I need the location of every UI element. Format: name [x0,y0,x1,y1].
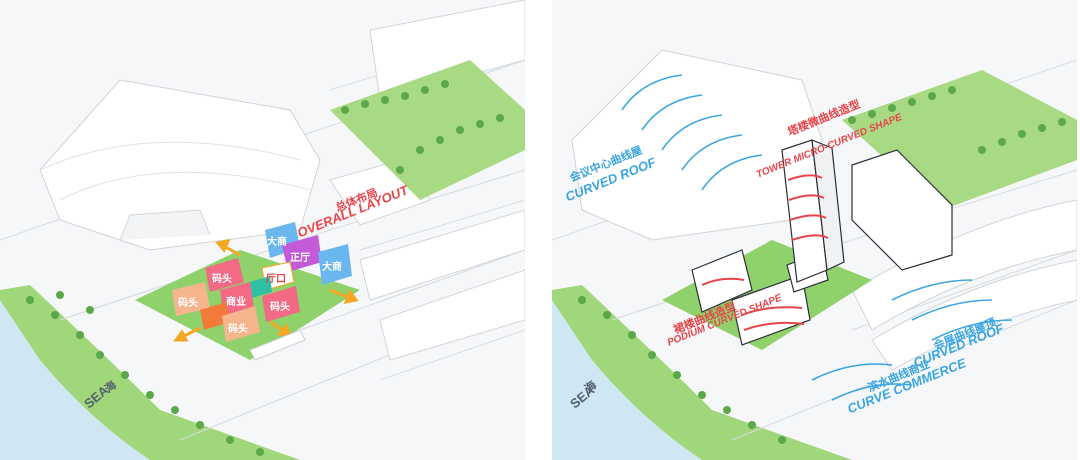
block-label: 码头 [228,324,248,335]
sea-area [552,300,702,460]
exhibition-roofs [851,199,1077,371]
green-strip [842,70,1077,210]
block-label: 码头 [178,298,198,309]
curved-design-panel: 塔楼微曲线造型 TOWER MICRO-CURVED SHAPE 会议中心曲线屋… [552,0,1077,460]
panel-divider [525,0,552,460]
overall-layout-drawing [0,0,525,460]
coastal-park [0,285,300,460]
block-label: 大商 [267,237,287,248]
pier [249,329,306,361]
block-label: 码头 [270,302,290,313]
block-label: 正厅 [290,253,310,264]
curved-design-drawing [552,49,1077,460]
coastal-park [552,285,852,460]
red-curve-arrows [701,174,829,331]
block-label: 商业 [226,297,246,308]
trees [26,80,504,456]
trees [578,86,1066,444]
block-label: 厅口 [266,274,286,285]
office-block [851,149,953,271]
convention-center [571,49,823,241]
program-blocks [172,222,352,342]
block-label: 码头 [212,274,232,285]
blue-roof-arrows [621,74,1013,401]
green-strip [330,60,525,200]
convention-center [39,79,321,251]
sea-area [0,300,150,460]
block-label: 大商 [322,262,342,273]
circulation-arrows [173,238,359,342]
overall-layout-panel: 大商 正厅 大商 码头 厅口 商业 码头 码头 码头 总体布局 OVERALL … [0,0,525,460]
